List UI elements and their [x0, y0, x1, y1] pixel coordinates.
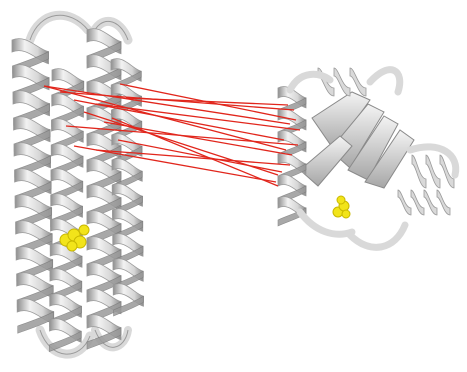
alpha-helix: [278, 86, 306, 226]
loop: [350, 225, 405, 247]
ligand-atom: [337, 196, 345, 204]
helix-turn: [398, 190, 411, 215]
ligand-atom: [67, 241, 77, 251]
helix-turn: [424, 190, 437, 215]
ligand-right: [333, 196, 350, 218]
alpha-helix: [49, 69, 84, 352]
ligand-atom: [79, 225, 89, 235]
helix-turn: [437, 190, 450, 215]
helix-turn: [411, 190, 424, 215]
helix-turn: [426, 155, 440, 188]
crosslink: [118, 140, 282, 172]
loop: [30, 15, 88, 40]
left-helix-bundle: [12, 15, 144, 354]
alpha-helix: [398, 190, 450, 215]
ligand-atom: [342, 210, 350, 218]
right-alpha-beta-domain: [278, 68, 456, 247]
helix-turn: [412, 155, 426, 188]
alpha-helix: [412, 155, 454, 188]
loop: [370, 70, 400, 92]
helix-turn: [334, 68, 350, 96]
alpha-helix: [12, 39, 54, 334]
alpha-helix: [318, 68, 366, 96]
